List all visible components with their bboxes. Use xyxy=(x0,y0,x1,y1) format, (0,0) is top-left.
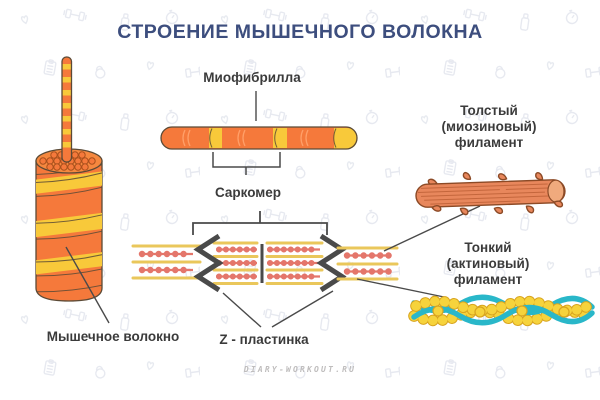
label-thick-filament-line1: Толстый xyxy=(460,103,518,118)
myofibril-illustration xyxy=(160,91,358,175)
label-thin-filament: Тонкий (актиновый) филамент xyxy=(447,240,530,288)
z-plate-right xyxy=(316,233,347,293)
label-thick-filament-line3: филамент xyxy=(454,135,524,150)
thick-filaments-inner xyxy=(216,246,320,280)
label-thick-filament: Толстый (миозиновый) филамент xyxy=(442,103,537,151)
adjacent-sarcomere-left xyxy=(131,244,202,280)
thin-filament-pointer-line xyxy=(356,278,445,298)
z-plate-left xyxy=(193,233,224,293)
muscle-fiber-pointer-line xyxy=(65,246,110,324)
page-title: СТРОЕНИЕ МЫШЕЧНОГО ВОЛОКНА xyxy=(117,21,483,43)
label-thick-filament-line2: (миозиновый) xyxy=(441,119,537,134)
thin-filaments-inner xyxy=(212,241,324,285)
label-muscle-fiber: Мышечное волокно xyxy=(46,329,180,344)
label-thin-filament-line2: (актиновый) xyxy=(446,256,530,271)
label-thin-filament-line1: Тонкий xyxy=(464,240,512,255)
sarcomere-segment-bracket xyxy=(212,152,281,175)
sarcomere-illustration xyxy=(131,211,399,328)
label-sarcomere: Саркомер xyxy=(214,185,282,200)
tropomyosin-ribbon-front xyxy=(411,304,595,326)
z-plate-pointer-line-right xyxy=(271,290,334,328)
thin-filament-illustration xyxy=(408,294,595,327)
thick-filament-illustration xyxy=(415,171,566,216)
label-z-plate: Z - пластинка xyxy=(219,332,309,347)
protruding-myofibril xyxy=(61,56,73,163)
muscle-fiber-illustration xyxy=(35,56,110,324)
watermark: DIARY-WORKOUT.RU xyxy=(243,365,357,374)
z-plate-pointer-line-left xyxy=(222,292,262,328)
label-myofibril: Миофибрилла xyxy=(203,70,301,85)
label-thin-filament-line3: филамент xyxy=(453,272,523,287)
adjacent-sarcomere-right xyxy=(336,246,399,281)
sarcomere-bracket xyxy=(192,211,328,235)
